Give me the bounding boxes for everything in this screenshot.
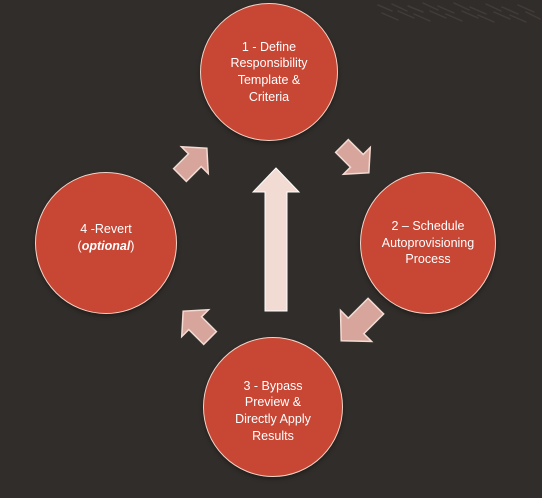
step-2-line-1: 2 – Schedule [391, 219, 465, 234]
step-4-label: 4 -Revert (optional) [51, 221, 161, 264]
step-1-line-2: Responsibility [230, 56, 308, 71]
step-4-line-2: (optional) [51, 238, 161, 255]
step-3-label: 3 - Bypass Preview & Directly Apply Resu… [223, 370, 323, 445]
decorative-texture [377, 2, 541, 23]
arrow-4-to-1 [172, 145, 210, 183]
step-3-line-1: 3 - Bypass [243, 378, 303, 393]
step-3-line-2: Preview & [244, 395, 302, 410]
step-2-line-2: Autoprovisioning [381, 235, 475, 250]
step-2-line-3: Process [405, 252, 451, 267]
step-1-line-4: Criteria [248, 89, 290, 104]
step-3-bypass-preview: 3 - Bypass Preview & Directly Apply Resu… [203, 337, 343, 477]
arrow-3-to-4 [180, 308, 218, 346]
step-4-revert: 4 -Revert (optional) [35, 172, 177, 314]
step-1-line-3: Template & [237, 73, 301, 87]
step-4-line-2-prefix: ( [77, 239, 82, 253]
step-4-optional-text: optional [81, 239, 131, 253]
step-2-label: 2 – Schedule Autoprovisioning Process [366, 218, 490, 268]
step-2-schedule-process: 2 – Schedule Autoprovisioning Process [360, 172, 496, 314]
step-3-line-3: Directly Apply [235, 412, 311, 426]
arrow-1-to-2 [334, 138, 372, 176]
step-3-line-4: Results [252, 428, 294, 443]
step-1-define-template: 1 - Define Responsibility Template & Cri… [200, 3, 338, 141]
step-1-line-1: 1 - Define [241, 39, 297, 54]
step-1-label: 1 - Define Responsibility Template & Cri… [218, 39, 320, 106]
arrow-2-to-3 [339, 297, 385, 343]
arrow-3-to-1-up [251, 167, 301, 312]
step-4-line-1: 4 -Revert [80, 222, 132, 237]
step-4-line-2-suffix: ) [130, 239, 135, 253]
